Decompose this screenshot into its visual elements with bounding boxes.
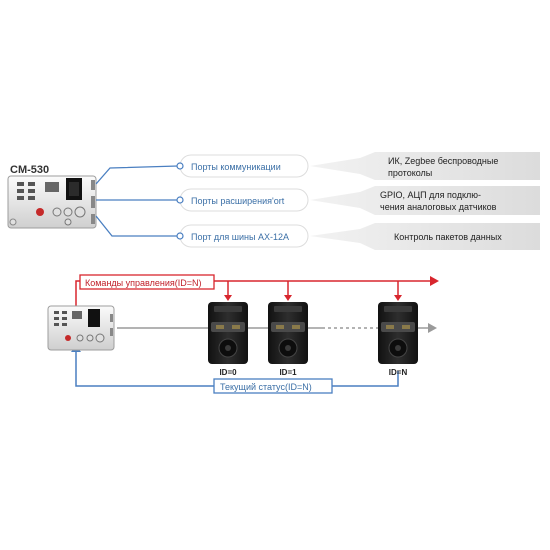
port-label-communication: Порты коммуникации [191,162,281,172]
command-label: Команды управления(ID=N) [85,278,201,288]
command-arrow-servo0 [224,295,232,301]
callout-expansion: GPIO, АЦП для подклю- чения аналоговых д… [310,186,540,215]
cm530-controller [7,175,97,229]
servo-id0 [208,302,248,364]
callout-text-expansion-line2: чения аналоговых датчиков [380,202,497,212]
callout-text-communication-line1: ИК, Zegbee беспроводные [388,156,498,166]
callout-text-expansion-line1: GPIO, АЦП для подклю- [380,190,481,200]
callout-communication: ИК, Zegbee беспроводные протоколы [310,152,540,180]
servo-id1 [268,302,308,364]
controller-model-label: CM-530 [10,164,49,176]
servo-id0-label: ID=0 [219,368,237,377]
command-label-box [79,274,215,290]
servo-idn [378,302,418,364]
port-row-bus: Порт для шины AX-12A [176,224,309,248]
port-label-expansion: Порты расширения'ort [191,196,285,206]
port-connector-lines [95,165,179,237]
command-arrow-head [430,276,439,286]
port-row-communication: Порты коммуникации [176,154,309,178]
callout-text-communication-line2: протоколы [388,168,432,178]
signal-arrow-head [428,323,437,333]
command-arrow-servon [394,295,402,301]
cm530-controller-small [47,305,115,351]
status-label: Текущий статус(ID=N) [220,382,312,392]
callout-text-bus: Контроль пакетов данных [394,232,502,242]
port-row-expansion: Порты расширения'ort [176,188,309,212]
servo-idn-label: ID=N [389,368,408,377]
port-label-bus: Порт для шины AX-12A [191,232,289,242]
servo-id1-label: ID=1 [279,368,297,377]
status-label-box [213,378,333,394]
command-arrow-servo1 [284,295,292,301]
callout-bus: Контроль пакетов данных [310,223,540,250]
